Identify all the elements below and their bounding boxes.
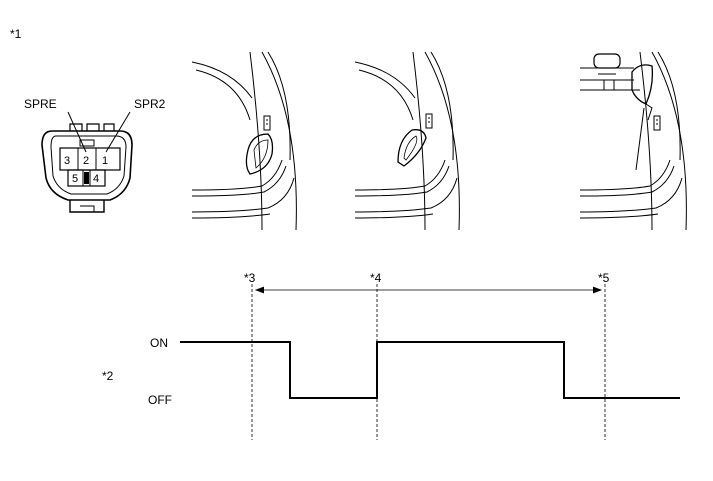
terminal-label-spre: SPRE [24,97,57,111]
vehicle-panel-3 [579,51,687,231]
signal-waveform [180,341,680,399]
pin-label-3: 3 [64,155,70,167]
vehicle-panel-1 [191,51,297,231]
terminal-label-spr2: SPR2 [134,97,166,111]
pin-label-1: 1 [102,155,108,167]
pin-label-5: 5 [72,173,78,185]
state-label-on: ON [150,336,168,350]
leader-line-spre [67,111,87,153]
callout-3: *3 [244,271,256,285]
span-arrow [254,286,603,294]
pin-label-2: 2 [83,155,89,167]
callout-1: *1 [10,27,22,41]
state-label-off: OFF [148,393,172,407]
callout-4: *4 [370,271,382,285]
pin-label-4: 4 [93,173,99,185]
time-markers [251,284,606,440]
callout-5: *5 [598,271,610,285]
leader-line-spr2 [105,111,131,153]
callout-2: *2 [102,369,114,383]
connector-illustration [41,123,133,213]
vehicle-panel-2 [354,51,460,231]
